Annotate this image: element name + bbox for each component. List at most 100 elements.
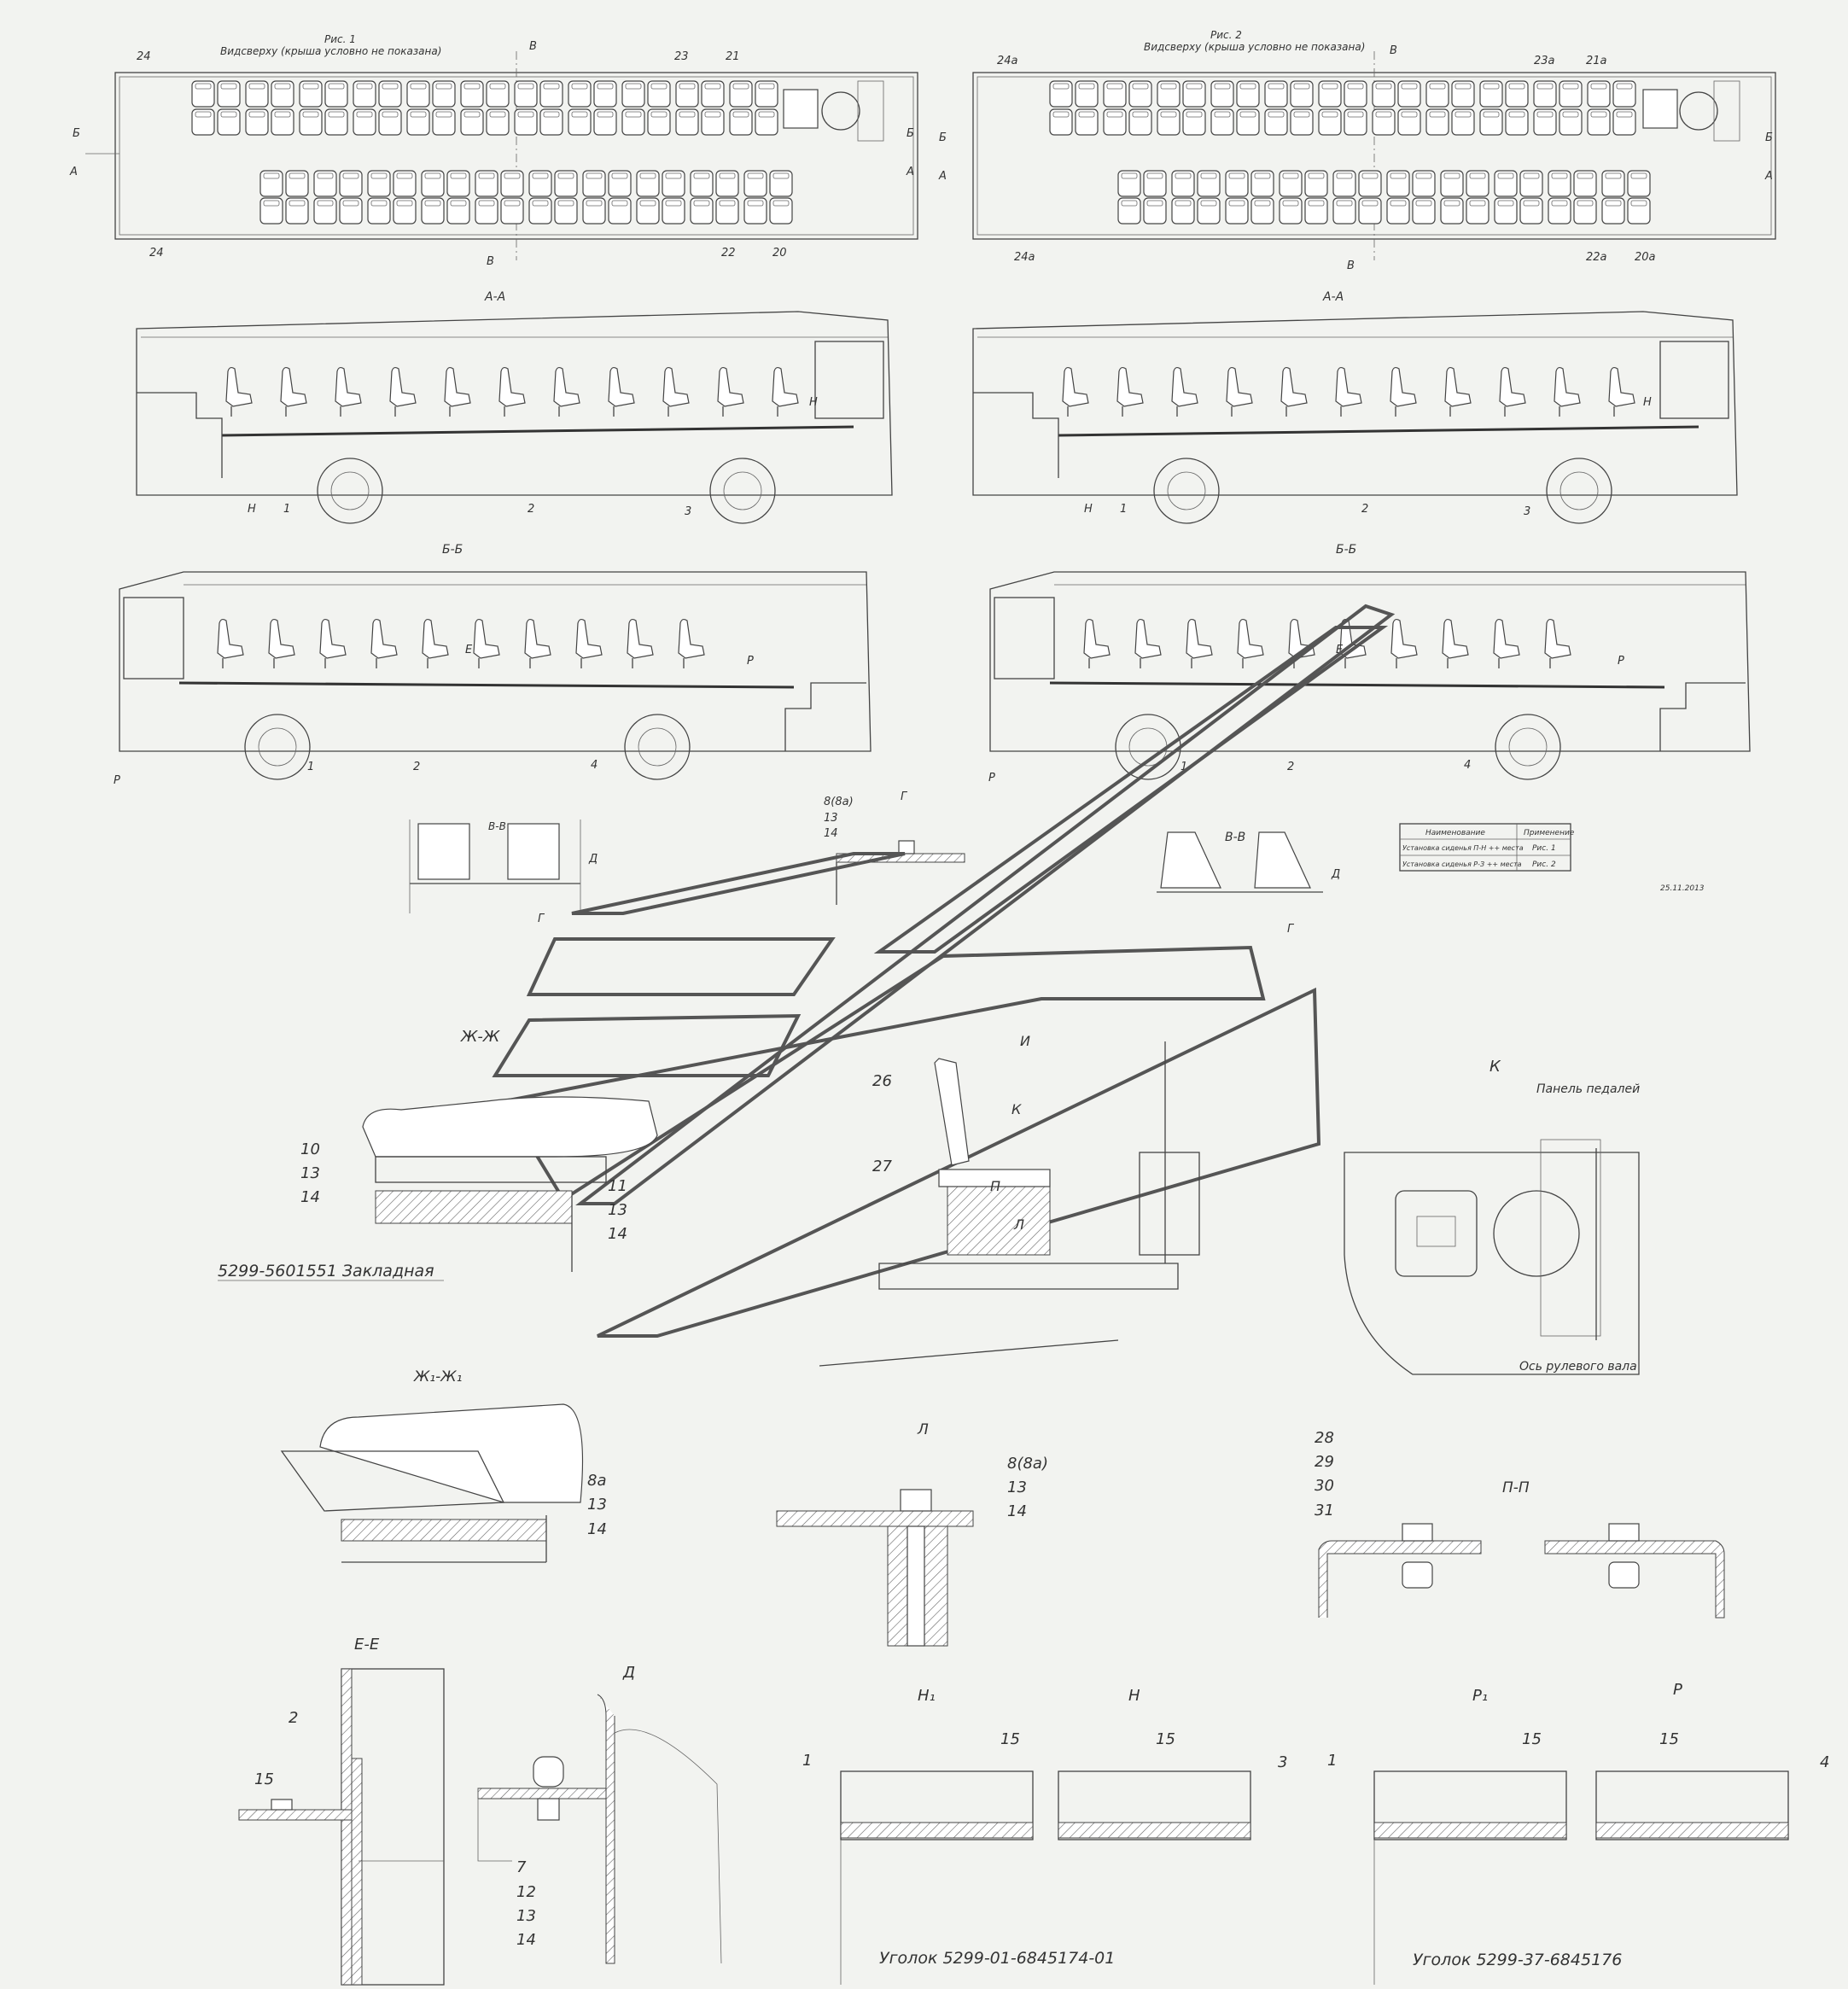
seat-side <box>1444 366 1472 417</box>
seat <box>1519 170 1543 197</box>
seat <box>636 170 660 197</box>
ee-callout-2: 2 <box>289 1709 298 1727</box>
fig1-subtitle: Видсверху (крыша условно не показана) <box>220 45 441 57</box>
seat <box>675 108 699 136</box>
section-zh1: Ж₁-Ж₁ 8а 13 14 <box>280 1368 607 1563</box>
seat <box>715 197 739 225</box>
view-l: Л 8(8а) 13 14 <box>776 1421 1048 1647</box>
seat <box>446 170 470 197</box>
driver-callout-l: Л <box>1013 1216 1024 1233</box>
detail-g-callout-13: 13 <box>824 812 838 825</box>
fig2-cut-v-top: В <box>1390 44 1397 57</box>
seat <box>393 197 417 225</box>
seat <box>1479 108 1503 136</box>
seat <box>1601 197 1625 225</box>
view-l-callout-14: 14 <box>1007 1502 1027 1520</box>
bb-callout-1: 1 <box>307 761 314 773</box>
seat <box>1627 170 1651 197</box>
seat <box>1143 170 1167 197</box>
seat <box>1573 170 1597 197</box>
seat <box>406 108 430 136</box>
seat-side <box>1493 618 1520 669</box>
seat <box>769 170 793 197</box>
seat <box>245 108 269 136</box>
seat <box>514 80 538 108</box>
seat <box>647 108 671 136</box>
seat <box>1587 108 1611 136</box>
seat <box>500 170 524 197</box>
vv2-callout-g: Г <box>1287 923 1295 936</box>
seat <box>1075 108 1099 136</box>
aa2-callout-2: 2 <box>1361 503 1368 516</box>
section-aa-right: А-А Н 1 2 3 Н <box>972 290 1738 524</box>
bb2-callout-r-right: Р <box>1618 655 1624 668</box>
seat <box>743 170 767 197</box>
aa2-callout-3: 3 <box>1524 505 1530 518</box>
view-d-callout-12: 12 <box>516 1883 536 1901</box>
seat <box>1210 80 1234 108</box>
fig2-cut-b: Б <box>939 131 947 144</box>
fig1-cut-v-top: В <box>529 40 537 53</box>
bb-callout-2: 2 <box>413 761 420 773</box>
seat <box>259 197 283 225</box>
zhzh-callout-13: 13 <box>300 1164 320 1182</box>
fig1-caption: Рис. 1 <box>324 33 356 45</box>
zhzh-callout-14: 14 <box>300 1188 320 1206</box>
view-n1-label: Н₁ <box>918 1687 936 1705</box>
seat <box>1612 108 1636 136</box>
seat <box>432 80 456 108</box>
seat <box>1197 197 1221 225</box>
seat <box>1332 197 1356 225</box>
seat <box>1479 80 1503 108</box>
seat <box>486 108 510 136</box>
detail-g-callout-8: 8(8а) <box>824 796 854 808</box>
seat <box>1171 197 1195 225</box>
seat <box>313 170 337 197</box>
seat <box>324 108 348 136</box>
seat <box>539 108 563 136</box>
seat-side <box>498 366 526 417</box>
seat <box>353 80 376 108</box>
fig1-cut-a: А <box>69 166 78 178</box>
driver-callout-p: П <box>990 1178 1000 1194</box>
seat <box>621 80 645 108</box>
seat <box>1304 170 1328 197</box>
seat <box>1412 170 1436 197</box>
seat <box>1210 108 1234 136</box>
view-n-callout-1: 1 <box>802 1752 812 1770</box>
bb-callout-r-right: Р <box>747 655 754 668</box>
seat <box>353 108 376 136</box>
fig1-callout-22: 22 <box>721 247 736 260</box>
seat <box>1197 170 1221 197</box>
table-row2-name: Установка сиденья Р-З ++ места <box>1402 860 1522 868</box>
seat <box>1117 170 1141 197</box>
aa2-callout-n: Н <box>1084 503 1093 516</box>
seat <box>313 197 337 225</box>
view-d-callout-7: 7 <box>516 1858 527 1876</box>
fig2-callout-21a: 21а <box>1586 55 1607 67</box>
seat <box>1372 108 1396 136</box>
section-vv-left: В-В Д Г <box>409 820 598 925</box>
seat <box>1466 197 1489 225</box>
view-r1-label: Р₁ <box>1472 1687 1488 1705</box>
seat <box>299 108 323 136</box>
fig2-callout-20a: 20а <box>1635 251 1656 264</box>
fig1-callout-21: 21 <box>726 50 740 63</box>
seat <box>324 80 348 108</box>
seat-side <box>1390 618 1418 669</box>
section-aa-label: А-А <box>484 290 505 304</box>
pp-callout-28: 28 <box>1315 1429 1334 1447</box>
seat <box>1358 197 1382 225</box>
seat-side <box>717 366 744 417</box>
seat <box>1386 197 1410 225</box>
seat <box>568 80 592 108</box>
seat <box>486 80 510 108</box>
seat <box>582 170 606 197</box>
seat <box>259 170 283 197</box>
bb2-callout-e: Е <box>1336 644 1344 656</box>
view-r-callout-4: 4 <box>1820 1753 1829 1771</box>
table-row1-name: Установка сиденья П-Н ++ места <box>1402 844 1524 852</box>
seat <box>621 108 645 136</box>
seat <box>1264 108 1288 136</box>
